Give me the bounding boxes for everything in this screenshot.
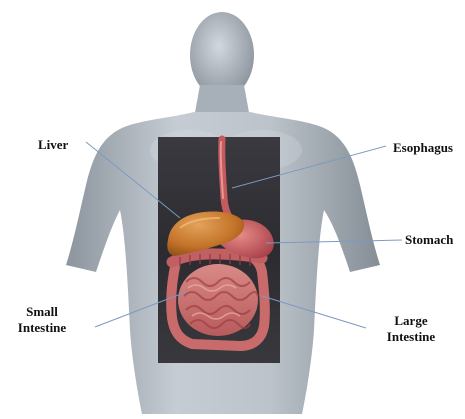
small-intestine-mass: [178, 264, 258, 336]
label-small-intestine-line2: Intestine: [10, 320, 74, 336]
label-large-intestine: Large Intestine: [368, 313, 454, 345]
label-large-intestine-line1: Large: [368, 313, 454, 329]
label-small-intestine-line1: Small: [10, 304, 74, 320]
label-liver: Liver: [38, 137, 68, 153]
label-small-intestine: Small Intestine: [10, 304, 74, 336]
small-intestine-organ: [178, 264, 258, 336]
label-large-intestine-line2: Intestine: [368, 329, 454, 345]
label-stomach: Stomach: [405, 232, 453, 248]
label-esophagus: Esophagus: [393, 140, 453, 156]
